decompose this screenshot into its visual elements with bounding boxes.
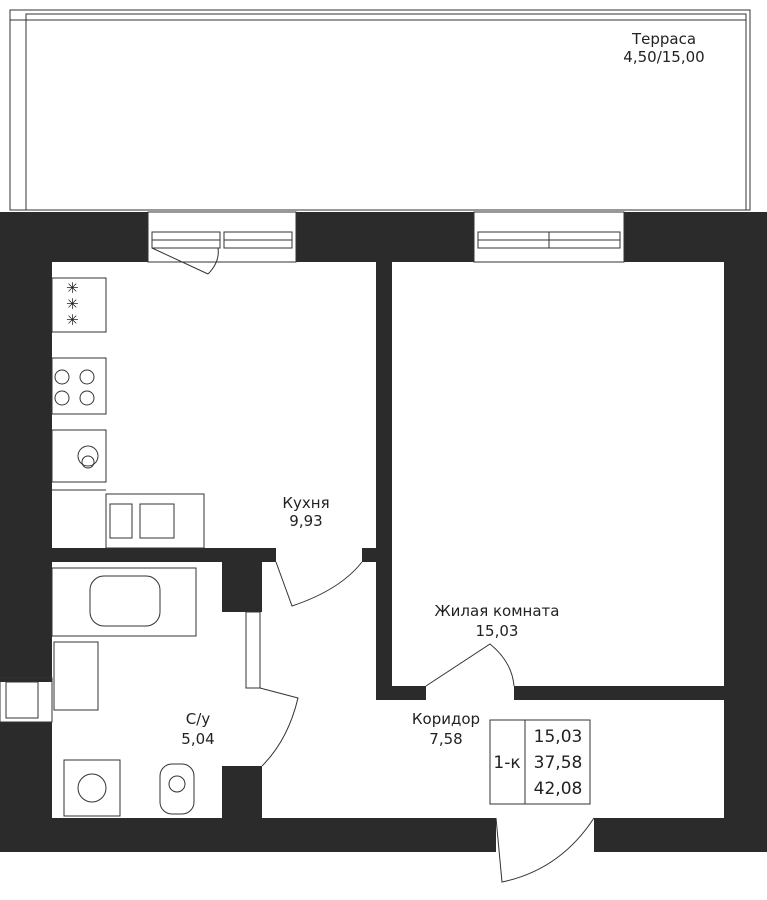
bathroom-area: 5,04 xyxy=(181,730,214,748)
total-area-with-terrace: 42,08 xyxy=(534,779,583,799)
svg-text:✳: ✳ xyxy=(66,311,79,329)
terrace xyxy=(9,9,751,211)
area-summary xyxy=(489,719,591,805)
kitchen-name: Кухня xyxy=(282,494,329,512)
kitchen-furniture: ✳ ✳ ✳ xyxy=(51,277,205,549)
corridor-area: 7,58 xyxy=(429,730,462,748)
kitchen-area: 9,93 xyxy=(289,512,322,530)
living-name: Жилая комната xyxy=(435,602,560,620)
svg-text:✳: ✳ xyxy=(66,279,79,297)
terrace-name: Терраса xyxy=(631,30,696,48)
doors xyxy=(245,561,595,883)
svg-text:✳: ✳ xyxy=(66,295,79,313)
apartment-type: 1-к xyxy=(493,753,520,773)
windows xyxy=(0,211,625,723)
corridor-name: Коридор xyxy=(412,710,480,728)
bathroom-fixtures xyxy=(51,567,197,817)
walls xyxy=(0,212,767,852)
total-area: 37,58 xyxy=(534,753,583,773)
living-area: 15,03 xyxy=(476,622,519,640)
terrace-area: 4,50/15,00 xyxy=(623,48,704,66)
bathroom-name: С/у xyxy=(186,710,211,728)
living-area-total: 15,03 xyxy=(534,727,583,747)
